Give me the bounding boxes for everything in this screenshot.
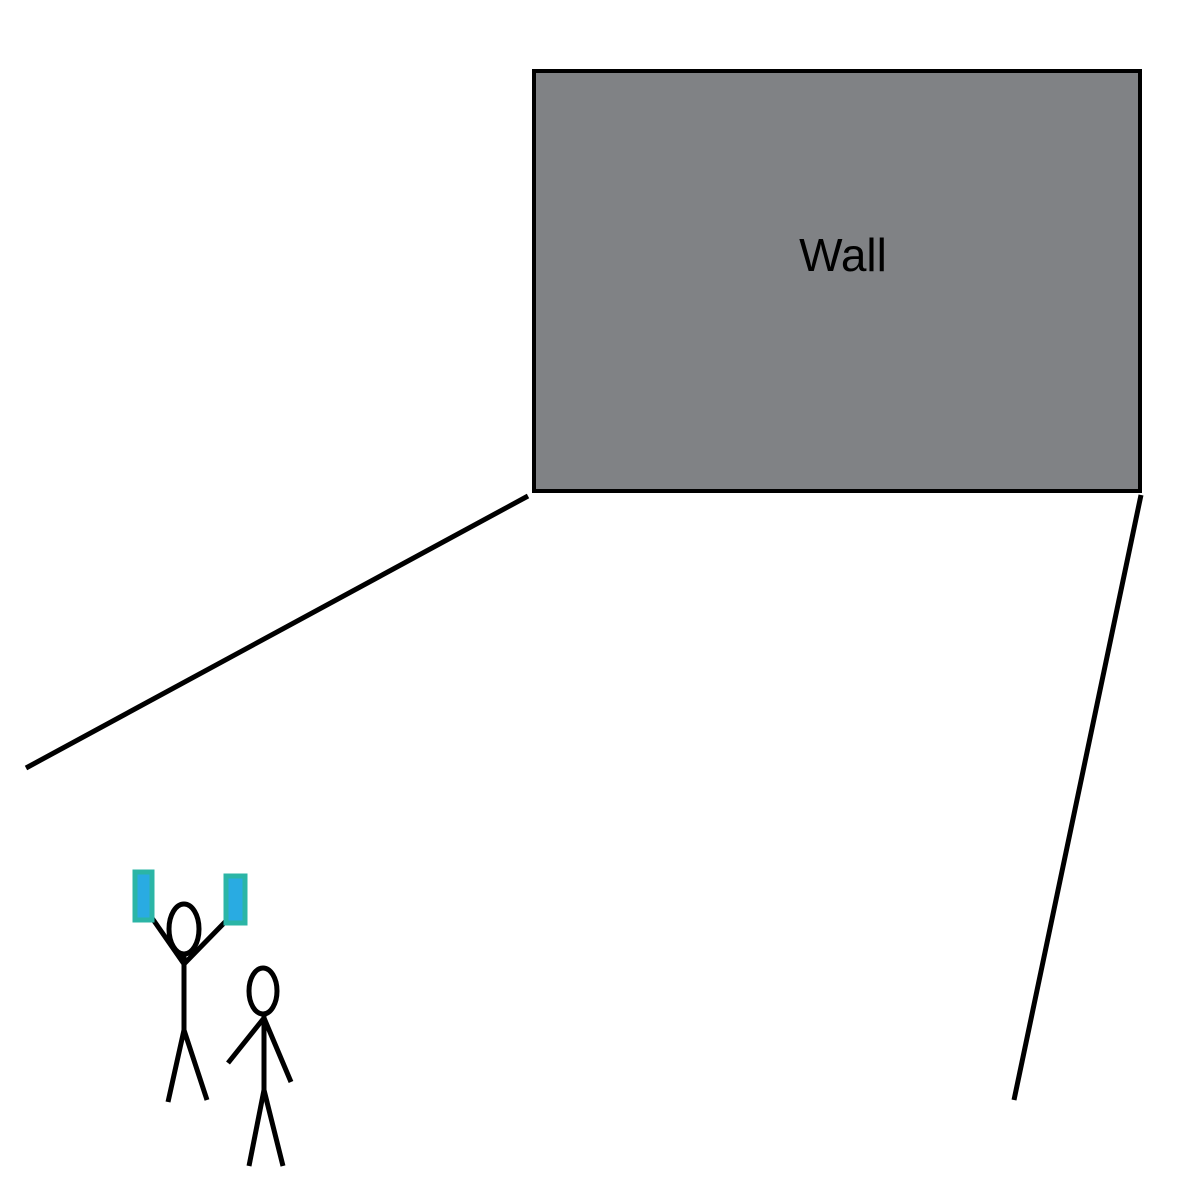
- standing-figure-left-arm: [226, 1016, 266, 1065]
- wall-rectangle: [532, 69, 1142, 493]
- standing-figure-left-leg: [246, 1089, 267, 1167]
- cheering-figure-right-arm: [182, 919, 228, 966]
- right-perspective-line: [1011, 494, 1144, 1101]
- standing-figure-right-leg: [261, 1089, 286, 1167]
- standing-stick-figure: [226, 965, 294, 1167]
- left-perspective-line: [24, 493, 530, 771]
- standing-figure-right-arm: [261, 1017, 294, 1083]
- cheering-figure-head: [166, 901, 202, 957]
- wall-label: Wall: [799, 229, 887, 281]
- right-flag: [223, 873, 248, 926]
- cheering-figure-right-leg: [181, 1029, 210, 1101]
- cheering-stick-figure: [149, 901, 228, 1103]
- left-flag: [132, 869, 155, 923]
- cheering-figure-left-arm: [149, 916, 187, 966]
- standing-figure-head: [246, 965, 280, 1017]
- cheering-figure-left-leg: [165, 1029, 187, 1103]
